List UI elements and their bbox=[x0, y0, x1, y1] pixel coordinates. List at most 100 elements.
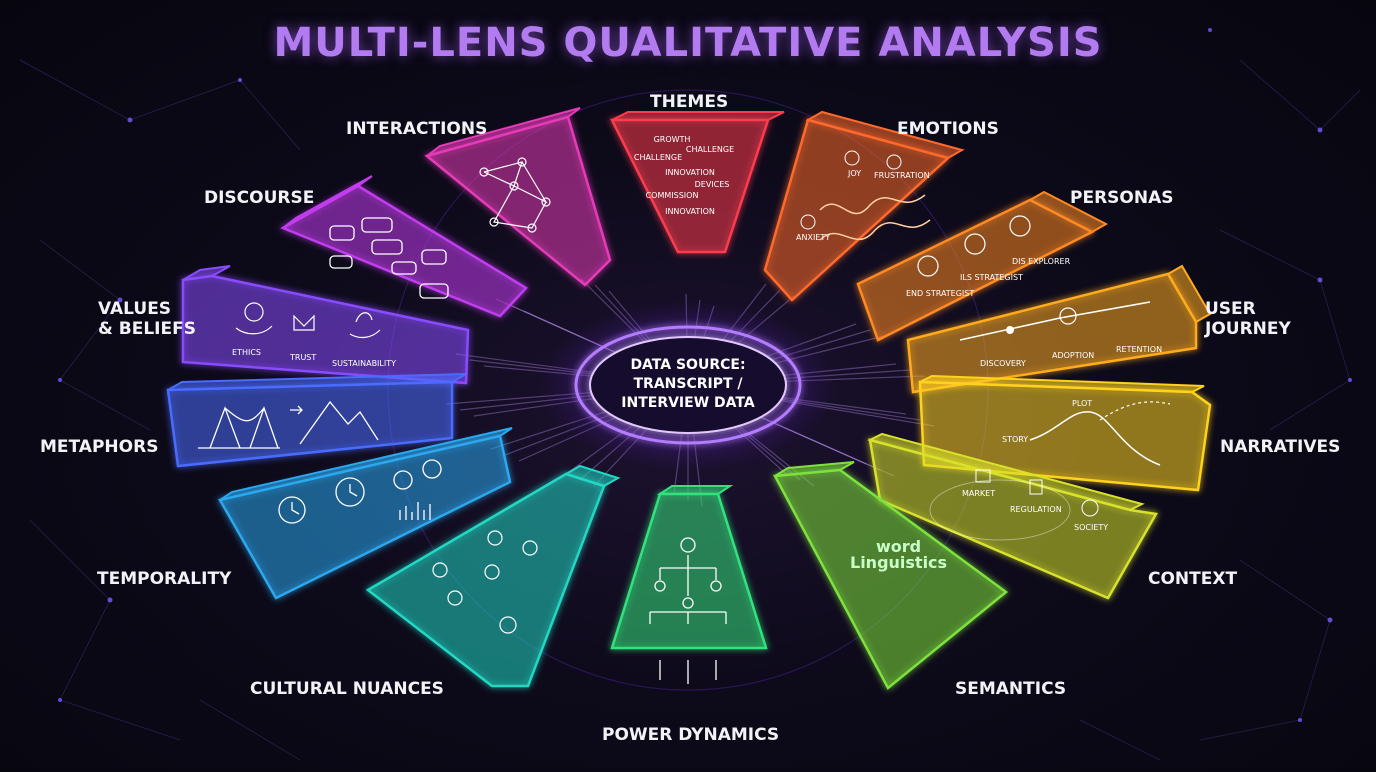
bridge-icon bbox=[198, 406, 280, 449]
prism-top-face bbox=[611, 111, 785, 121]
prism-top-face bbox=[656, 485, 734, 495]
prism-top-face bbox=[1027, 190, 1109, 234]
prism-power-dynamics bbox=[610, 485, 768, 650]
org-chart-lines-icon bbox=[649, 555, 727, 624]
speech-bubble-icon bbox=[329, 225, 355, 241]
label-values-line-1: VALUES bbox=[98, 299, 172, 319]
clock-icon bbox=[335, 477, 365, 507]
semantics-linguistics: Linguistics bbox=[850, 553, 947, 572]
hub-outer-ring bbox=[574, 325, 802, 445]
prism-top-face bbox=[867, 432, 1145, 512]
emotion-wave-icon bbox=[819, 219, 931, 241]
themes-inner-text: GROWTH CHALLENGE CHALLENGE INNOVATION DE… bbox=[634, 135, 734, 216]
data-source-line-2: TRANSCRIPT / bbox=[633, 376, 743, 392]
mountain-icon bbox=[299, 400, 379, 445]
cultural-symbol-icon bbox=[522, 540, 538, 556]
prism-top-face bbox=[774, 461, 855, 477]
themes-word-commission: COMMISSION bbox=[646, 191, 699, 200]
narrative-story: STORY bbox=[1002, 435, 1028, 444]
prism-top-face bbox=[1166, 264, 1212, 324]
semantics-inner: word Linguistics bbox=[850, 537, 947, 572]
metaphors-inner bbox=[198, 400, 379, 449]
interactions-inner bbox=[479, 157, 551, 233]
value-sustainability: SUSTAINABILITY bbox=[332, 359, 396, 368]
clock-hands-icon bbox=[291, 502, 300, 515]
themes-word-innovation: INNOVATION bbox=[665, 168, 715, 177]
prism-top-face bbox=[919, 374, 1205, 394]
prism-front-face bbox=[181, 274, 470, 385]
prism-top-face bbox=[219, 427, 513, 501]
emotion-joy: JOY bbox=[847, 169, 861, 178]
semantics-word: word bbox=[876, 537, 921, 556]
label-cultural-nuances: CULTURAL NUANCES bbox=[250, 679, 444, 699]
arrow-icon bbox=[290, 405, 303, 415]
journey-inner: DISCOVERY ADOPTION RETENTION bbox=[959, 301, 1162, 368]
emotion-anxiety: ANXIETY bbox=[796, 233, 830, 242]
journey-retention: RETENTION bbox=[1116, 345, 1162, 354]
label-themes: THEMES bbox=[650, 92, 729, 112]
label-power-dynamics: POWER DYNAMICS bbox=[602, 725, 780, 745]
value-trust: TRUST bbox=[289, 353, 316, 362]
persona-ils-strategist: ILS STRATEGIST bbox=[960, 273, 1023, 282]
prism-context bbox=[867, 432, 1158, 600]
themes-word-challenge: CHALLENGE bbox=[686, 145, 734, 154]
context-market: MARKET bbox=[962, 489, 995, 498]
shield-hands-icon bbox=[293, 314, 315, 331]
prism-top-face bbox=[182, 265, 231, 281]
data-source-label: DATA SOURCE: TRANSCRIPT / INTERVIEW DATA bbox=[598, 356, 778, 413]
network-person-icon bbox=[517, 157, 527, 167]
org-chart-node-icon bbox=[710, 580, 722, 592]
narrative-plot: PLOT bbox=[1072, 399, 1092, 408]
themes-word-challenge-2: CHALLENGE bbox=[634, 153, 682, 162]
prism-top-face bbox=[167, 373, 467, 391]
themes-word-innovation-2: INNOVATION bbox=[665, 207, 715, 216]
emotion-face-icon bbox=[844, 150, 860, 166]
network-person-icon bbox=[527, 223, 537, 233]
label-interactions: INTERACTIONS bbox=[346, 119, 488, 139]
cultural-symbol-icon bbox=[432, 562, 448, 578]
prism-discourse bbox=[280, 175, 528, 318]
prism-user-journey bbox=[906, 264, 1212, 394]
emotions-inner: JOY FRUSTRATION ANXIETY bbox=[796, 150, 931, 242]
label-discourse: DISCOURSE bbox=[204, 188, 315, 208]
clock-icon bbox=[278, 496, 306, 524]
data-source-line-3: INTERVIEW DATA bbox=[621, 395, 755, 411]
label-values-line-2: & BELIEFS bbox=[98, 319, 196, 339]
label-semantics: SEMANTICS bbox=[955, 679, 1067, 699]
journey-node-icon bbox=[1006, 326, 1014, 334]
background-nodes bbox=[58, 28, 1352, 722]
society-icon bbox=[1081, 499, 1099, 517]
speech-bubble-icon bbox=[329, 255, 353, 269]
clock-icon bbox=[422, 459, 442, 479]
prism-emotions bbox=[763, 110, 965, 302]
value-ethics: ETHICS bbox=[232, 348, 261, 357]
label-journey-line-1: USER bbox=[1205, 299, 1256, 319]
label-narratives: NARRATIVES bbox=[1220, 437, 1341, 457]
prism-themes bbox=[609, 111, 785, 254]
cultural-nuances-inner bbox=[432, 530, 538, 634]
label-personas: PERSONAS bbox=[1070, 188, 1174, 208]
prism-cultural-nuances bbox=[365, 464, 621, 688]
discourse-inner bbox=[329, 217, 449, 299]
page-title: MULTI-LENS QUALITATIVE ANALYSIS bbox=[273, 20, 1103, 66]
hub-inner-ring bbox=[589, 336, 787, 434]
prism-interactions bbox=[424, 107, 612, 287]
prism-semantics bbox=[773, 461, 1009, 690]
prism-front-face bbox=[610, 492, 768, 650]
label-journey-line-2: JOURNEY bbox=[1205, 319, 1291, 339]
network-person-icon bbox=[479, 167, 489, 177]
themes-word-devices: DEVICES bbox=[695, 180, 730, 189]
narratives-inner: PLOT STORY bbox=[1002, 399, 1171, 466]
hands-icon bbox=[235, 325, 273, 335]
journey-adoption: ADOPTION bbox=[1052, 351, 1094, 360]
speech-bubble-icon bbox=[421, 249, 447, 265]
cultural-symbol-icon bbox=[487, 530, 503, 546]
persona-end-strategist: END STRATEGIST bbox=[906, 289, 974, 298]
temporality-inner bbox=[278, 459, 442, 524]
prism-top-face bbox=[563, 464, 621, 488]
network-person-icon bbox=[489, 217, 499, 227]
org-chart-node-icon bbox=[654, 580, 666, 592]
cultural-symbol-icon bbox=[499, 616, 517, 634]
label-values-beliefs: VALUES & BELIEFS bbox=[98, 299, 196, 339]
